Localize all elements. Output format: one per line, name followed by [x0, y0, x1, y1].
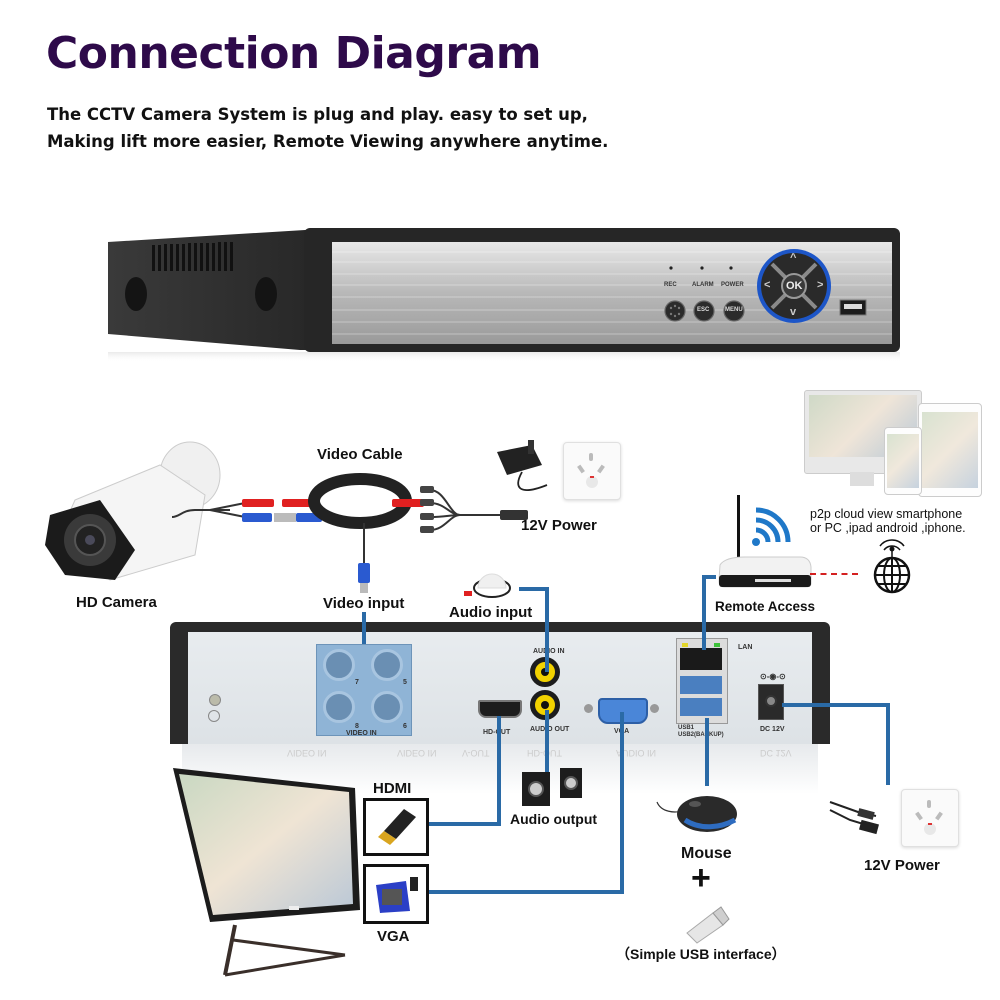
dc-power-cable-icon [829, 801, 879, 835]
connector-vga-h [428, 890, 624, 894]
description-line-2: Making lift more easier, Remote Viewing … [47, 132, 609, 151]
dashed-network-link [810, 573, 858, 575]
usb-flash-drive-icon [686, 906, 730, 944]
connector-video-input [362, 612, 366, 644]
dc-polarity-icon: ⊙-◉-⊙ [760, 672, 786, 681]
connector-audio-out-v [545, 710, 549, 778]
usb-port-2[interactable] [680, 698, 722, 716]
router-icon [718, 495, 812, 588]
hd-out-label: HD-OUT [483, 729, 510, 736]
plus-sign: + [691, 859, 711, 897]
power-bottom-label: 12V Power [864, 857, 940, 874]
indicator-alarm-label: ALARM [692, 282, 714, 288]
dc-power-jack[interactable] [758, 684, 784, 720]
mouse-label: Mouse [681, 845, 732, 862]
reflection-dc: DC 12V [760, 748, 792, 758]
indicator-rec-label: REC [664, 282, 677, 288]
page-title: Connection Diagram [46, 28, 542, 79]
vga-plug-icon [376, 877, 418, 913]
microphone-icon [464, 573, 511, 598]
usb-port-1[interactable] [680, 676, 722, 694]
audio-input-label: Audio input [449, 604, 533, 621]
dvr-body-graphic [108, 228, 900, 362]
monitor-stand [850, 472, 874, 486]
remote-access-label: Remote Access [715, 599, 816, 614]
reflection-video-in-1: VIDEO IN [287, 748, 327, 758]
video-in-label: VIDEO IN [346, 730, 377, 737]
hdmi-plug-icon [378, 809, 416, 845]
lan-label: LAN [738, 644, 753, 651]
power-adapter-icon [497, 440, 548, 491]
ground-screw [209, 694, 221, 706]
nav-up-button[interactable]: ^ [790, 252, 797, 264]
p2p-line-1: p2p cloud view smartphone [810, 507, 963, 521]
wall-outlet-bottom-icon [901, 789, 959, 847]
connector-hdmi-v [497, 716, 501, 826]
video-in-bnc-panel: 7 5 8 6 [316, 644, 412, 736]
bnc-port-7[interactable] [323, 649, 355, 681]
channel-6-label: 6 [403, 723, 407, 730]
channel-7-label: 7 [355, 679, 359, 686]
tablet-icon [918, 403, 982, 497]
connector-usb-v [705, 718, 709, 786]
power-top-label: 12V Power [521, 517, 597, 534]
hdmi-label: HDMI [373, 780, 412, 797]
audio-out-port-label: AUDIO OUT [530, 726, 570, 733]
esc-button[interactable]: ESC [697, 307, 710, 313]
globe-internet-icon [873, 539, 911, 594]
audio-output-label: Audio output [510, 811, 598, 827]
wall-outlet-top-icon [563, 442, 621, 500]
nav-down-button[interactable]: v [790, 306, 797, 318]
vga-cable-box [363, 864, 429, 924]
usb2-label: USB2(BACKUP) [678, 732, 724, 738]
dc-12v-label: DC 12V [760, 726, 785, 733]
indicator-power-label: POWER [721, 282, 744, 288]
menu-button[interactable]: MENU [725, 307, 743, 313]
lcd-monitor-icon [173, 768, 360, 977]
channel-5-label: 5 [403, 679, 407, 686]
wifi-icon [752, 507, 791, 546]
usb-interface-label: （Simple USB interface） [616, 946, 786, 962]
mouse-icon [656, 796, 737, 832]
video-cable-label: Video Cable [317, 446, 403, 463]
bnc-port-8[interactable] [323, 691, 355, 723]
usb1-label: USB1 [678, 725, 695, 731]
nav-left-button[interactable]: < [764, 279, 771, 291]
connector-audio-input-v [545, 587, 549, 672]
hdmi-cable-box [363, 798, 429, 856]
connector-audio-input-h [519, 587, 549, 591]
ground-symbol-icon [208, 710, 220, 722]
vga-label: VGA [377, 928, 410, 945]
vga-port[interactable] [598, 698, 648, 724]
connector-lan-v [702, 575, 706, 650]
nav-right-button[interactable]: > [817, 279, 824, 291]
bnc-port-6[interactable] [371, 691, 403, 723]
reflection-v-out: V-OUT [462, 748, 490, 758]
smartphone-icon [884, 427, 922, 495]
connector-hdmi-h [428, 822, 501, 826]
description-line-1: The CCTV Camera System is plug and play.… [47, 105, 588, 124]
vent-slots [152, 242, 233, 271]
connector-lan-h [702, 575, 716, 579]
bullet-camera-icon [45, 441, 221, 581]
nav-ok-button[interactable]: OK [786, 280, 803, 292]
reflection-video-in-2: VIDEO IN [397, 748, 437, 758]
p2p-line-2: or PC ,ipad android ,iphone. [810, 521, 966, 535]
connector-dc-h [782, 703, 890, 707]
bnc-port-5[interactable] [371, 649, 403, 681]
video-input-label: Video input [323, 595, 405, 612]
lan-port[interactable] [680, 648, 722, 670]
dvr-front-unit: REC ALARM POWER ESC MENU OK ^ v < > [100, 222, 900, 362]
connector-vga-v [620, 712, 624, 894]
camera-label: HD Camera [76, 594, 157, 611]
video-cable-graphic [171, 473, 528, 593]
connector-dc-v [886, 703, 890, 785]
channel-8-label: 8 [355, 723, 359, 730]
speakers-icon [522, 768, 582, 806]
